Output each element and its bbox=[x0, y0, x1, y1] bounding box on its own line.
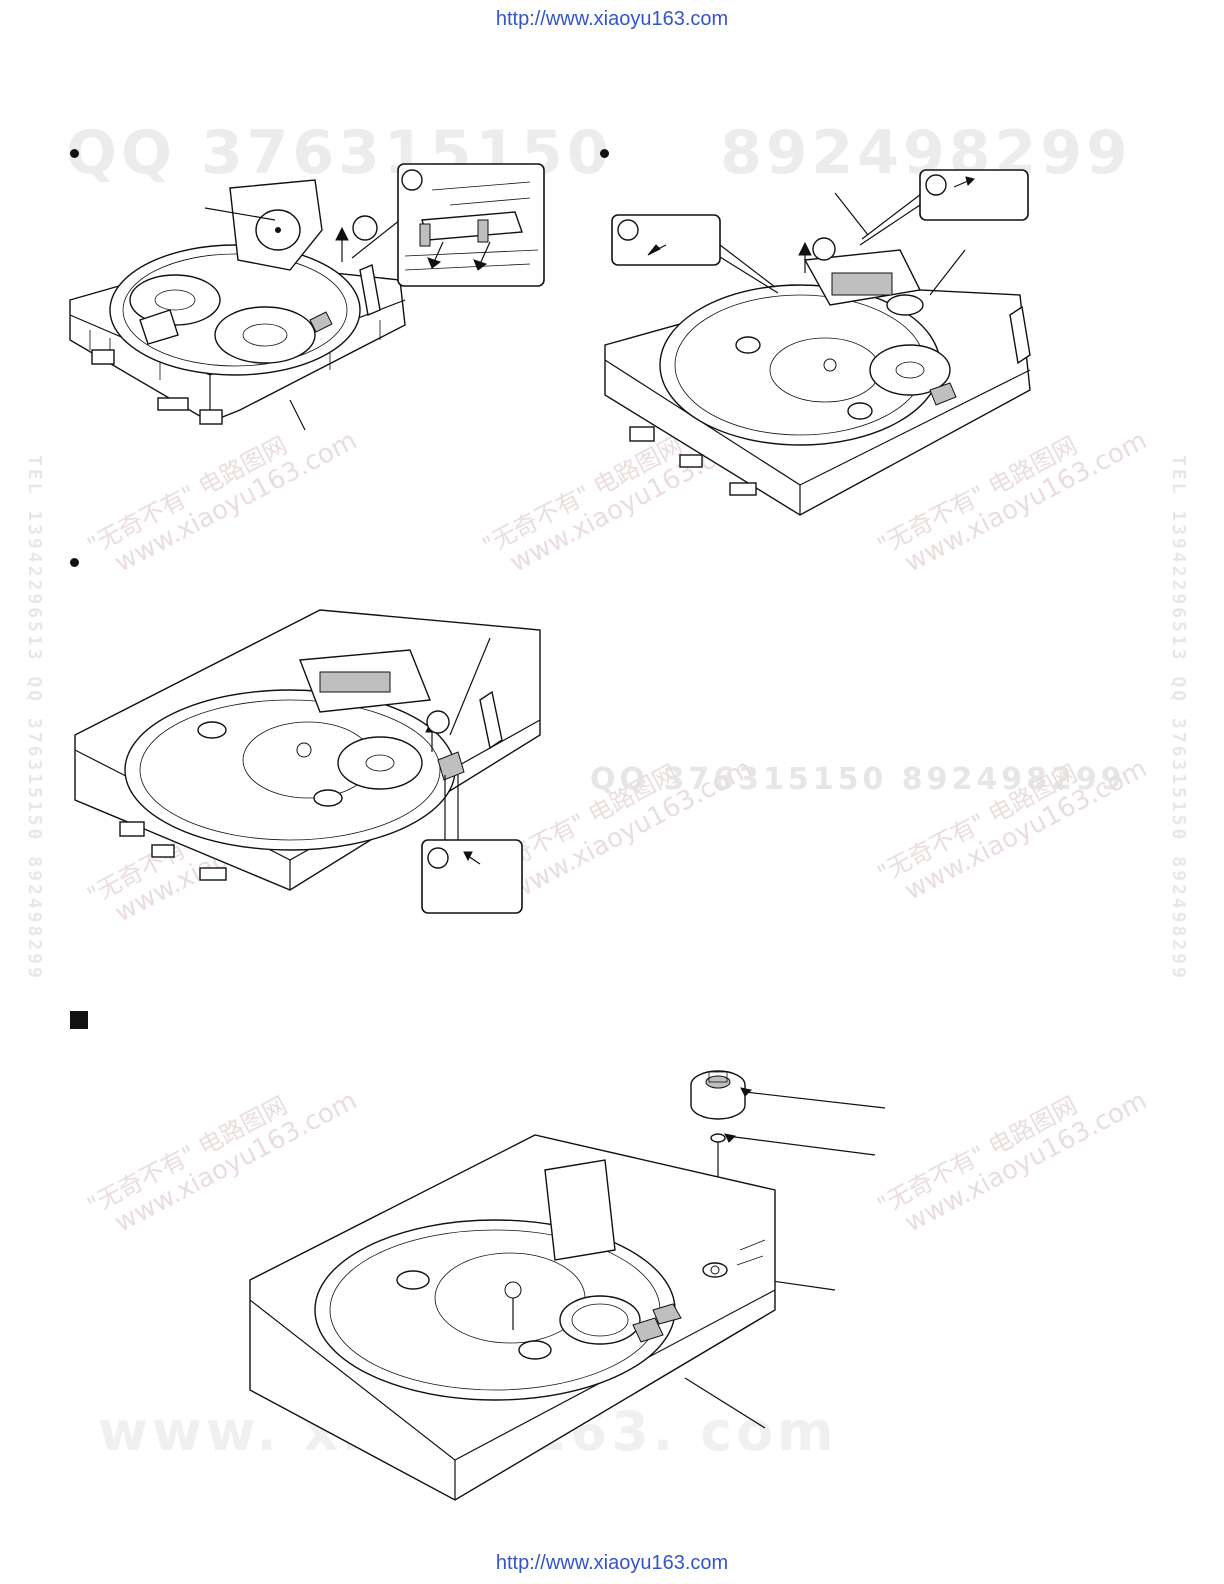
section-marker bbox=[70, 1011, 88, 1029]
header-url[interactable]: http://www.xiaoyu163.com bbox=[495, 8, 729, 30]
watermark-side-left: TEL 13942296513 QQ 376315150 892498299 bbox=[24, 455, 45, 981]
figure-top-left bbox=[69, 163, 545, 431]
bullet-middle-left bbox=[70, 558, 79, 567]
watermark-side-right: TEL 13942296513 QQ 376315150 892498299 bbox=[1168, 455, 1189, 981]
bullet-top-right bbox=[600, 149, 609, 158]
figure-middle-left bbox=[74, 609, 541, 914]
watermark-qq-middle: QQ 376315150 892498299 bbox=[590, 762, 1126, 797]
figure-top-right bbox=[604, 169, 1031, 516]
figure-bottom bbox=[249, 1070, 886, 1501]
bullet-top-left bbox=[70, 149, 79, 158]
footer-url[interactable]: http://www.xiaoyu163.com bbox=[495, 1552, 729, 1574]
